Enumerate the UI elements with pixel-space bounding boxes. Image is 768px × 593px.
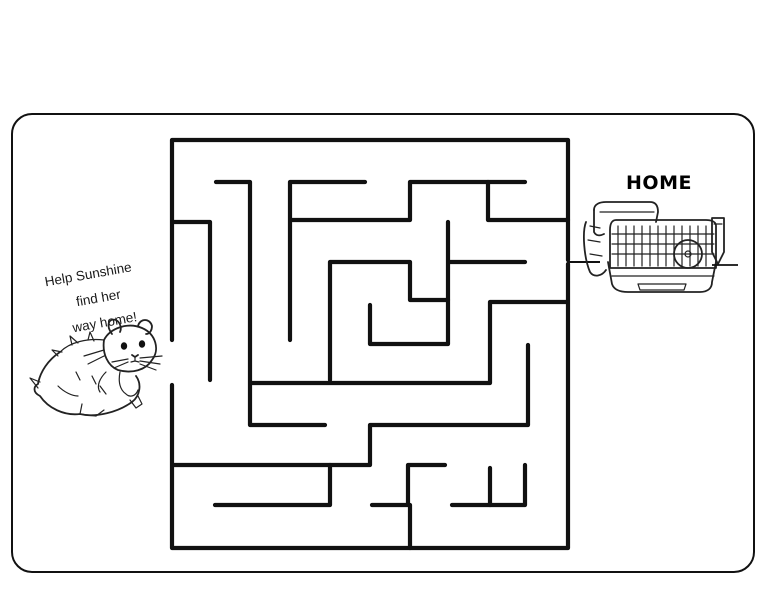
home-label: HOME — [626, 172, 692, 194]
maze-wall — [485, 179, 571, 223]
maze-wall — [249, 299, 569, 386]
maze-wall — [213, 179, 328, 428]
maze-wall — [327, 259, 451, 383]
maze-wall — [287, 179, 368, 343]
maze-wall — [369, 462, 448, 508]
maze-wall — [289, 179, 528, 223]
hamster-icon — [29, 318, 163, 417]
maze-wall — [171, 462, 333, 508]
maze-wall — [449, 462, 528, 508]
maze-outer-wall — [169, 137, 571, 343]
maze-walls — [169, 137, 571, 551]
maze-wall — [171, 219, 213, 383]
maze-wall — [327, 342, 531, 468]
maze-wall — [367, 219, 451, 347]
maze-outer-wall-bottom — [169, 261, 571, 551]
hamster-cage-icon — [583, 201, 738, 293]
